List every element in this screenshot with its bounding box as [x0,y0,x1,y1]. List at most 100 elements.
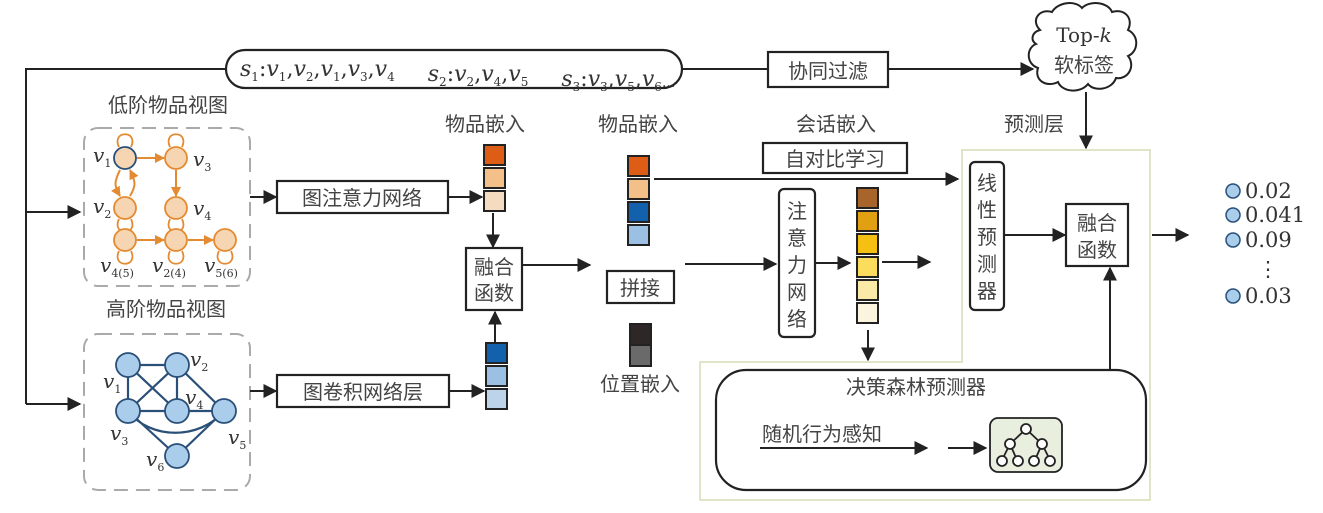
gat-item-embedding [483,144,506,212]
fusion2-box [1064,202,1130,268]
self-loop [216,250,234,265]
topk-soft-label-cloud: Top-k 软标签 [1027,2,1138,92]
collab-filter-box [766,50,890,89]
self-contrast-box [761,141,909,175]
low-view-title: 低阶物品视图 [108,93,228,117]
vertical-char: 性 [977,198,997,222]
embedding-cell [856,302,879,324]
low-order-graph: v1 v3 v2 v4 v4(5) v2(4) v5(6) [93,133,238,280]
prediction-layer-panel [699,149,1151,501]
output-ellipsis: ⋮ [1258,257,1279,281]
low-graph-node [113,196,137,220]
low-graph-edge [129,169,139,197]
concat-box [605,269,676,305]
output-node-icon [1225,232,1241,248]
concat-label: 拼接 [620,276,660,300]
embedding-cell [483,167,506,189]
cloud-line1: Top-k [1056,23,1112,47]
high-view-title: 高阶物品视图 [106,297,226,321]
low-view-panel [83,127,251,287]
low-graph-node [113,228,137,252]
vertical-char: 测 [977,252,997,276]
high-graph-node-label: v1 [103,369,121,396]
vertical-char: 线 [977,171,997,195]
vertical-char: 络 [787,307,807,331]
high-graph-node [164,352,190,378]
vertical-char: 注 [787,199,807,223]
embedding-cell [856,279,879,301]
embedding-cell [856,210,879,232]
low-graph-node-label: v3 [193,147,211,174]
output-node-icon [1225,207,1241,223]
high-graph-node [115,352,141,378]
left-trunk-line [25,68,226,404]
fusion2-label-line2: 函数 [1077,238,1117,262]
embedding-cell [629,323,652,346]
low-graph-node-label: v4(5) [100,253,134,280]
forest-title: 决策森林预测器 [846,375,986,399]
high-graph-node [115,398,141,424]
high-graph-node-label: v5 [228,425,246,452]
self-loop [116,133,134,148]
embedding-cell [856,256,879,278]
low-graph-node-label: v4 [193,196,211,223]
gat-label: 图注意力网络 [302,186,422,210]
cloud-line2: 软标签 [1054,53,1114,77]
session-sequence: s1:v1,v2,v1,v3,v4 s2:v2,v4,v5 s3:v3,v5,v… [224,48,684,95]
embedding-cell [485,342,508,364]
high-view-panel [83,333,251,491]
position-embed-label: 位置嵌入 [600,372,680,396]
high-graph-node [211,398,237,424]
low-graph-node-label: v2(4) [152,253,186,280]
vertical-char: 力 [787,253,807,277]
concat-item-embedding [627,155,650,246]
output-score-value: 0.041 [1245,203,1305,227]
output-score-item: 0.03 [1225,284,1292,308]
vertical-char: 网 [787,280,807,304]
gcn-label: 图卷积网络层 [303,380,423,404]
vertical-char: 预 [977,225,997,249]
low-graph-node [164,228,188,252]
output-score-value: 0.09 [1245,228,1292,252]
item-embed-label-2: 物品嵌入 [598,112,678,136]
attention-net-label: 注意力网络 [787,199,807,331]
output-score-value: 0.02 [1245,179,1292,203]
gcn-box [275,373,451,409]
embedding-cell [485,365,508,387]
output-node-icon [1225,288,1241,304]
fusion-box [464,246,524,312]
embedding-cell [627,155,650,177]
low-graph-node-label: v1 [93,143,111,170]
prediction-layer-title: 预测层 [1004,112,1064,136]
low-graph-node [213,228,237,252]
low-graph-node-label: v2 [93,194,111,221]
self-loop [167,250,185,265]
fusion-label-line2: 函数 [474,281,514,305]
collab-filter-label: 协同过滤 [788,59,868,83]
session-embed-label: 会话嵌入 [796,112,876,136]
position-embedding [629,323,652,367]
vertical-char: 器 [977,279,997,303]
session-sequence-text: s1:v1,v2,v1,v3,v4 s2:v2,v4,v5 s3:v3,v5,v… [240,57,675,95]
fusion2-label-line1: 融合 [1077,211,1117,235]
low-graph-node [164,146,188,170]
output-node-icon [1225,183,1241,199]
output-score-item: 0.02 [1225,179,1292,203]
item-embed-label-1: 物品嵌入 [445,112,525,136]
embedding-cell [856,233,879,255]
self-loop [116,250,134,265]
high-graph-node-label: v6 [146,447,164,474]
embedding-cell [483,144,506,166]
gcn-item-embedding [485,342,508,410]
high-graph-node [164,398,190,424]
embedding-cell [627,224,650,246]
random-behavior-label: 随机行为感知 [762,422,882,446]
fusion-label-line1: 融合 [474,255,514,279]
embedding-cell [483,190,506,212]
gat-box [275,179,450,215]
decision-tree-icon [989,417,1063,473]
low-graph-node-label: v5(6) [204,253,238,280]
